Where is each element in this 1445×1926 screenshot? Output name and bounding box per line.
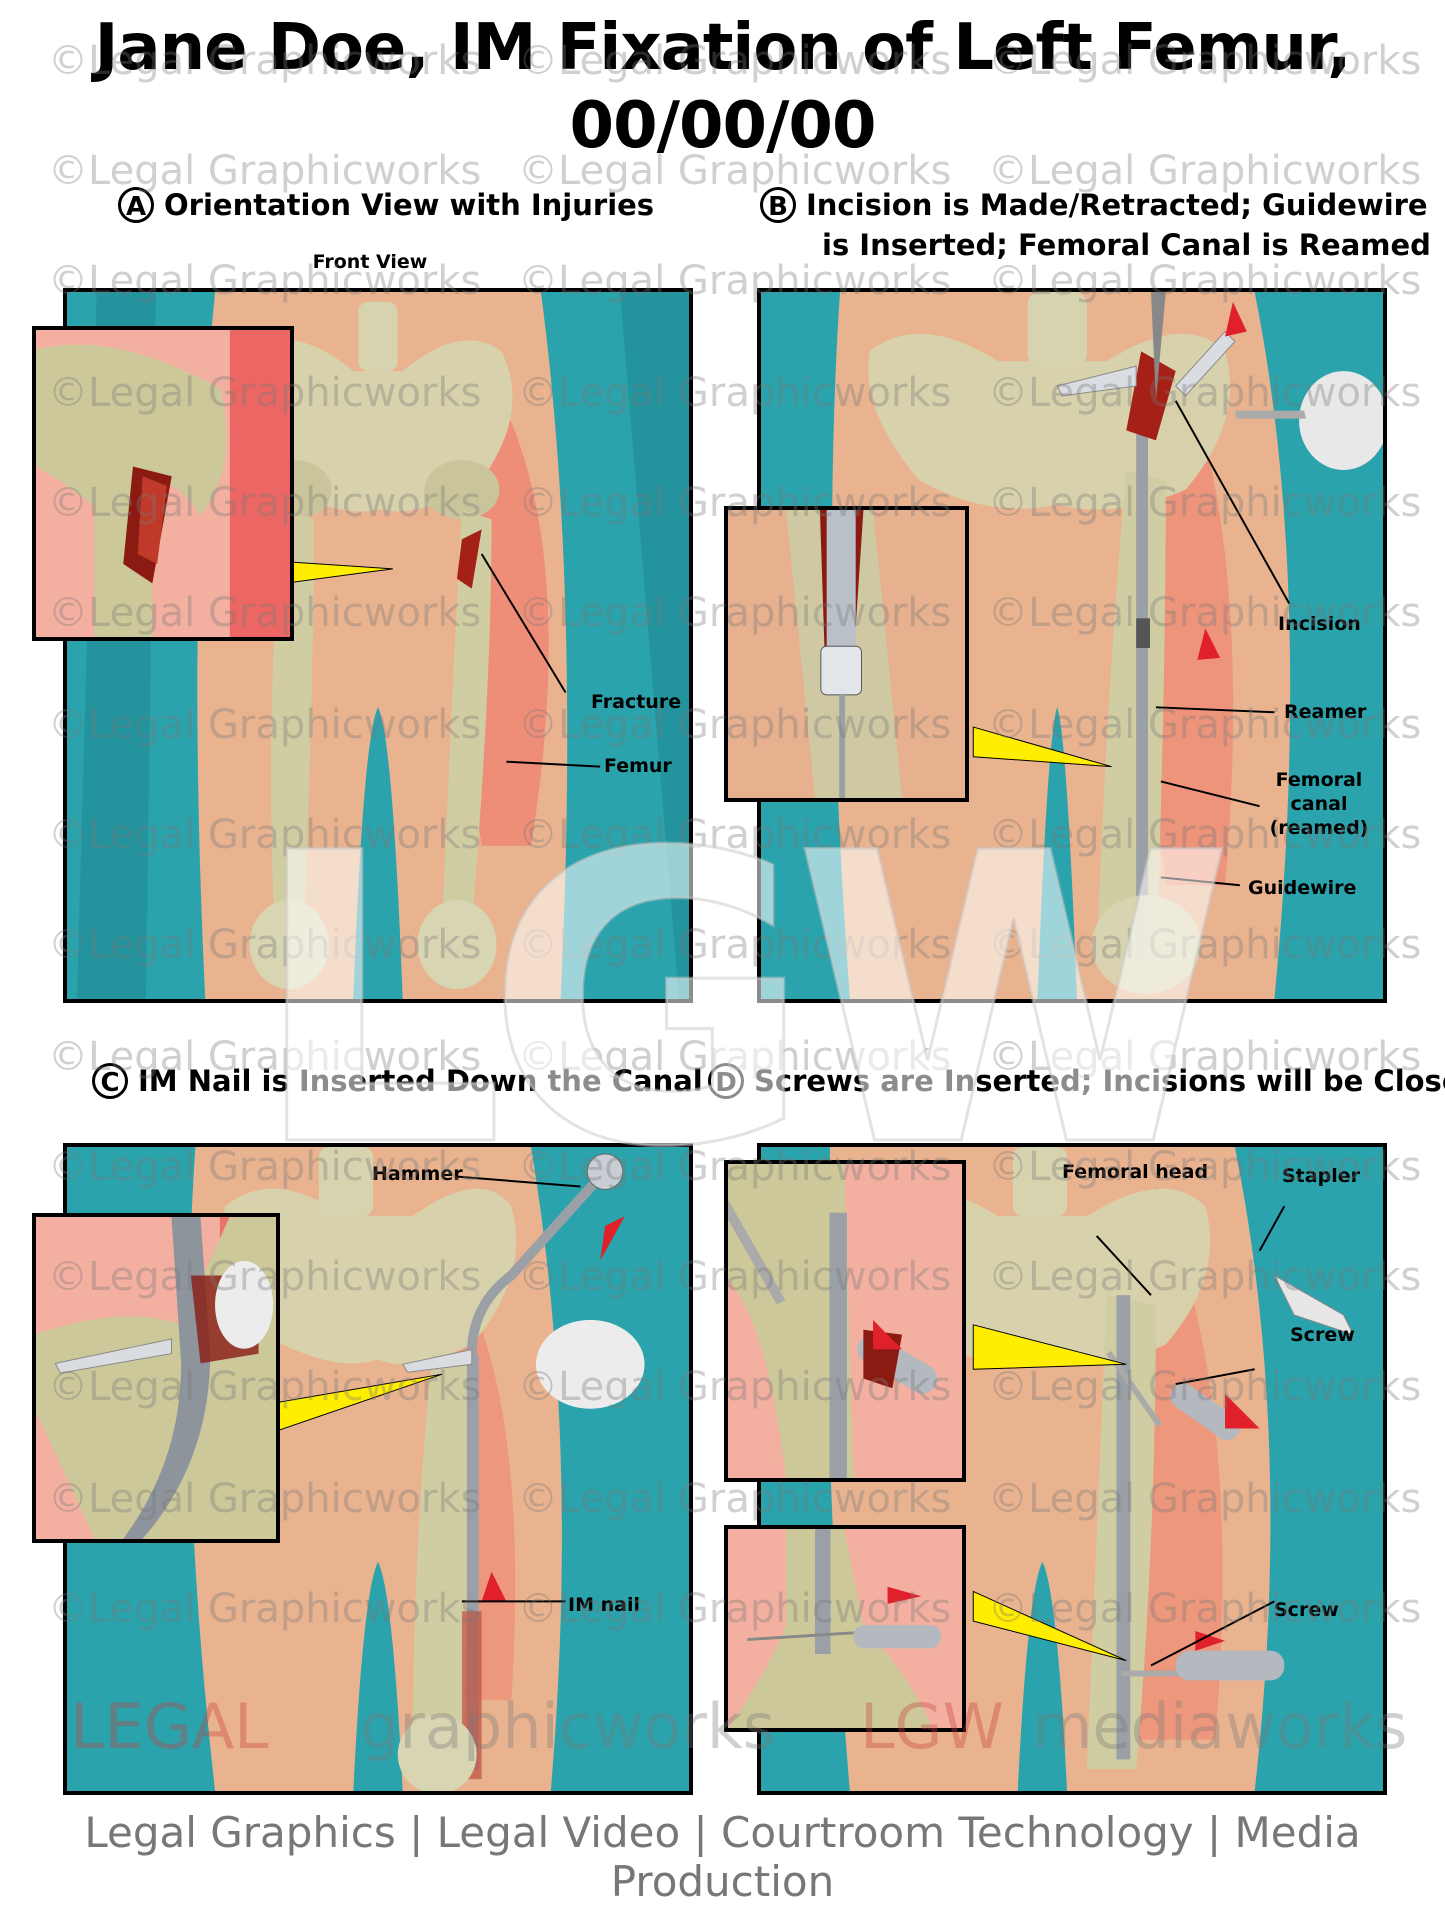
- label-im-nail: IM nail: [568, 1594, 640, 1616]
- label-hammer: Hammer: [372, 1163, 463, 1185]
- label-guidewire: Guidewire: [1248, 877, 1357, 899]
- label-incision: Incision: [1278, 613, 1361, 635]
- label-fracture: Fracture: [591, 691, 682, 713]
- label-femur: Femur: [604, 755, 672, 777]
- section-a-text: Orientation View with Injuries: [164, 188, 655, 222]
- label-screw-lower: Screw: [1274, 1599, 1339, 1621]
- panel-c-inset: [32, 1213, 280, 1543]
- panel-b-illustration: [757, 288, 1387, 1003]
- footer-services: Legal Graphics | Legal Video | Courtroom…: [84, 1808, 1361, 1906]
- label-front-view: Front View: [312, 251, 428, 273]
- page-title-line2: 00/00/00: [569, 89, 877, 163]
- panel-c-inset-art: [36, 1217, 276, 1539]
- section-c-heading: C IM Nail is Inserted Down the Canal: [92, 1062, 703, 1101]
- section-b-text-1: Incision is Made/Retracted; Guidewire: [806, 188, 1428, 222]
- panel-b-art: [761, 292, 1383, 999]
- panel-d-inset-lower-art: [728, 1529, 962, 1728]
- panel-a-inset: [32, 326, 294, 641]
- section-d-heading: D Screws are Inserted; Incisions will be …: [708, 1062, 1445, 1101]
- panel-b-inset-art: [728, 510, 965, 798]
- section-c-text: IM Nail is Inserted Down the Canal: [138, 1064, 703, 1098]
- section-b-badge: B: [760, 187, 796, 223]
- section-a-heading: A Orientation View with Injuries: [118, 186, 654, 225]
- section-d-badge: D: [708, 1063, 744, 1099]
- section-b-heading: B Incision is Made/Retracted; Guidewire: [760, 186, 1428, 225]
- section-c-badge: C: [92, 1063, 128, 1099]
- label-femoral-head: Femoral head: [1062, 1161, 1209, 1183]
- panel-b-inset: [724, 506, 969, 802]
- panel-d-inset-upper-art: [728, 1164, 962, 1478]
- panel-d-inset-upper: [724, 1160, 966, 1482]
- label-femoral-canal: Femoral canal (reamed): [1269, 769, 1369, 839]
- section-a-badge: A: [118, 187, 154, 223]
- label-screw-upper: Screw: [1290, 1324, 1355, 1346]
- label-reamer: Reamer: [1284, 701, 1367, 723]
- panel-d-inset-lower: [724, 1525, 966, 1732]
- label-stapler: Stapler: [1282, 1165, 1360, 1187]
- page-title-line1: Jane Doe, IM Fixation of Left Femur,: [94, 11, 1352, 85]
- panel-a-inset-art: [36, 330, 290, 637]
- section-d-text: Screws are Inserted; Incisions will be C…: [754, 1064, 1445, 1098]
- section-b-text-2: is Inserted; Femoral Canal is Reamed: [822, 228, 1431, 262]
